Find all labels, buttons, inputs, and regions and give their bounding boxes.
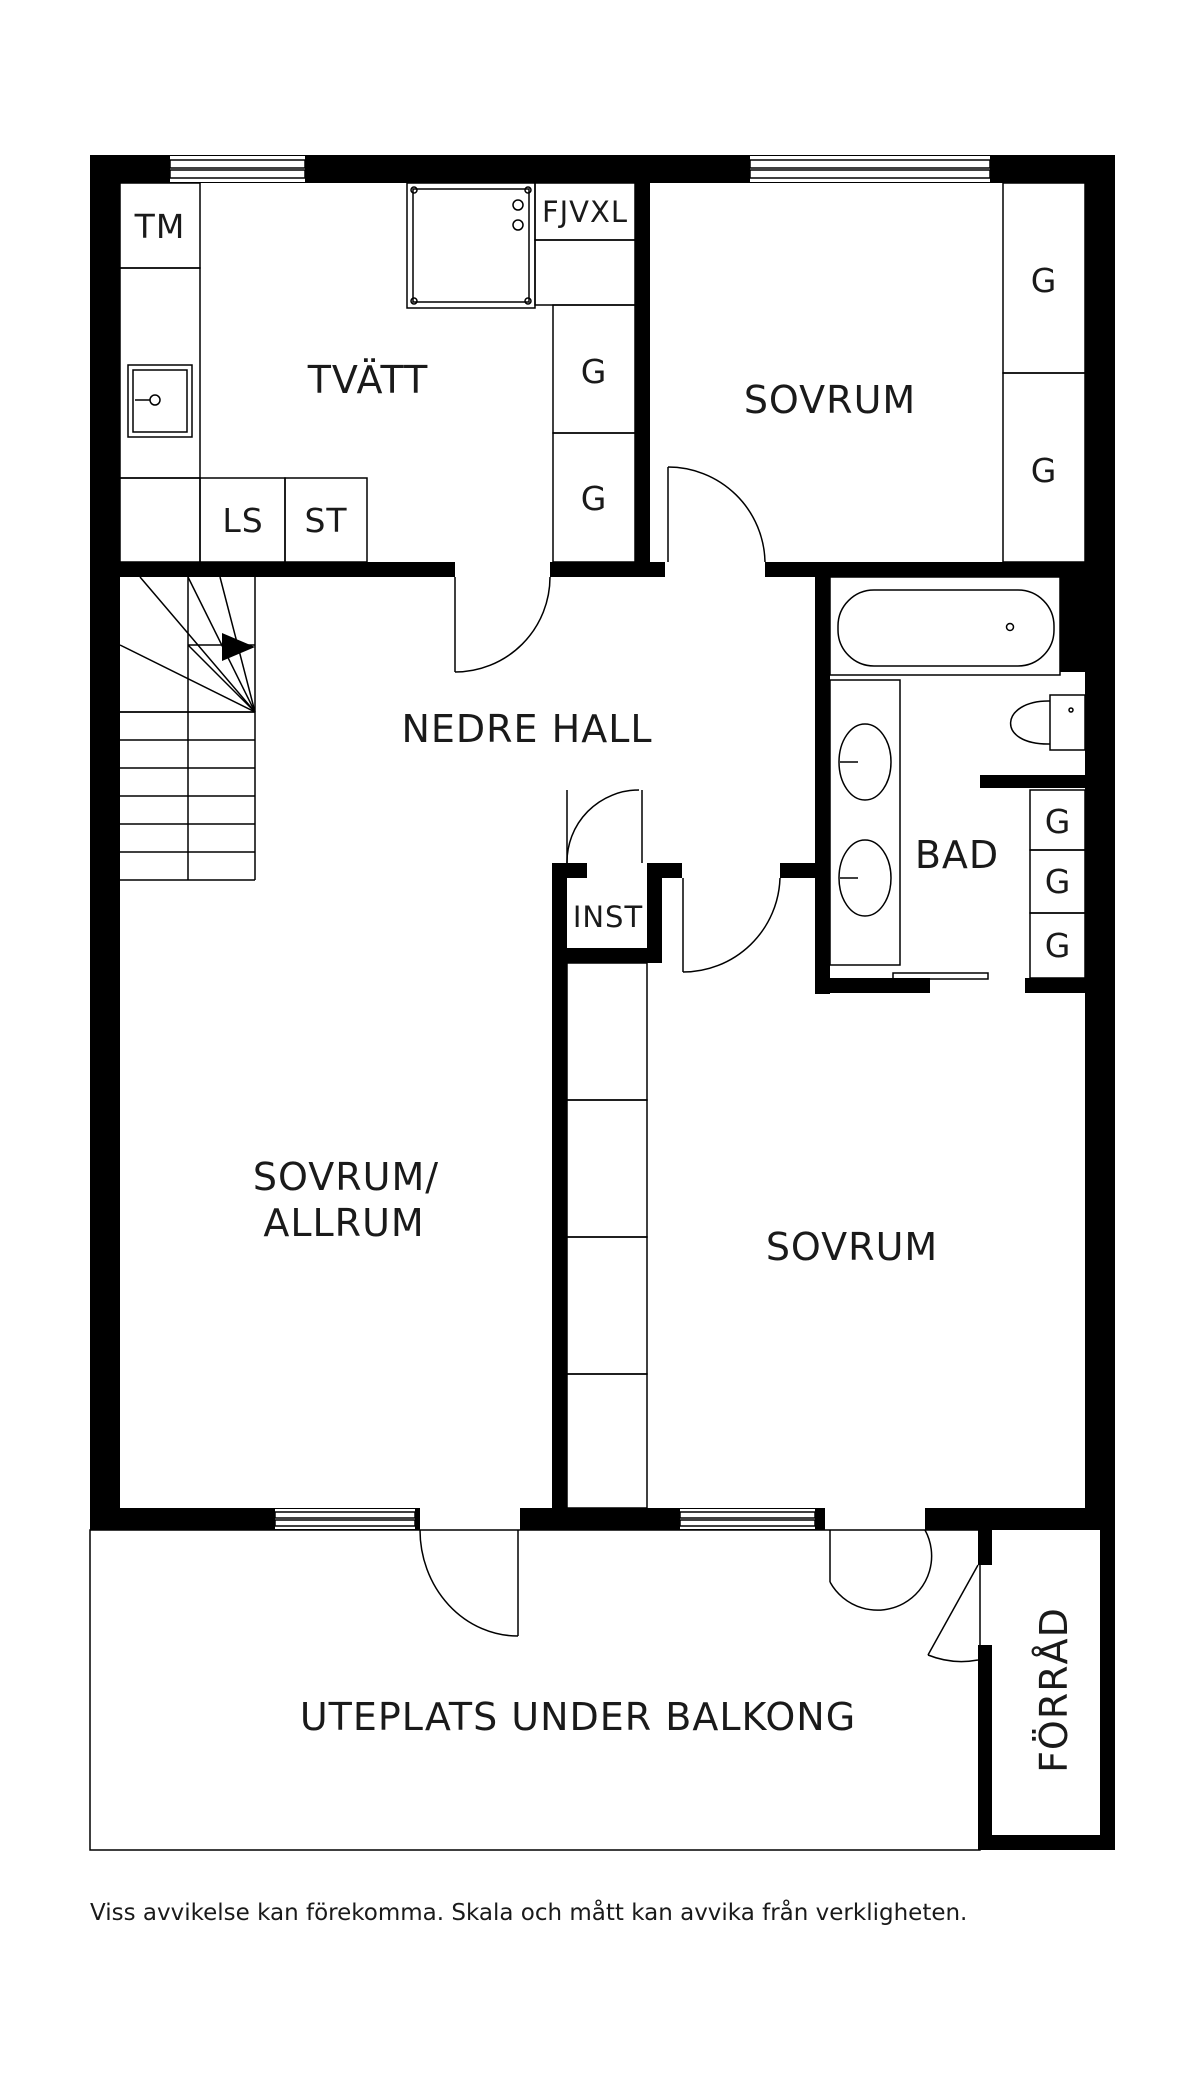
interior-walls	[120, 155, 1115, 1850]
stair-direction-arrow-icon	[222, 633, 255, 661]
closet-label-g: G	[1045, 802, 1072, 841]
room-label-nedre-hall: NEDRE HALL	[401, 707, 652, 751]
fixture-label-st: ST	[304, 501, 347, 540]
bedroom-top-closets	[1002, 182, 1086, 563]
room-label-forrad: FÖRRÅD	[1032, 1607, 1076, 1773]
closet-label-g: G	[1045, 926, 1072, 965]
room-label-inst: INST	[573, 900, 643, 934]
fixture-label-ls: LS	[222, 501, 263, 540]
room-label-bad: BAD	[915, 833, 999, 877]
closet-label-g: G	[581, 479, 608, 518]
disclaimer-text: Viss avvikelse kan förekomma. Skala och …	[90, 1900, 968, 1926]
window-top-left	[169, 156, 306, 182]
room-label-sovrum-allrum-2: ALLRUM	[263, 1201, 424, 1245]
fixture-label-tm: TM	[134, 207, 186, 246]
closet-label-g: G	[1045, 862, 1072, 901]
room-label-tvatt: TVÄTT	[307, 358, 429, 402]
fixture-label-fjvxl: FJVXL	[542, 195, 628, 229]
closet-label-g: G	[1031, 451, 1058, 490]
room-label-sovrum-top: SOVRUM	[744, 378, 916, 422]
room-label-sovrum-allrum-1: SOVRUM/	[253, 1155, 439, 1199]
bottom-wall-openings	[274, 1508, 925, 1530]
closet-label-g: G	[581, 352, 608, 391]
room-label-sovrum-bottom: SOVRUM	[766, 1225, 938, 1269]
closet-label-g: G	[1031, 261, 1058, 300]
room-label-uteplats: UTEPLATS UNDER BALKONG	[300, 1695, 856, 1739]
window-top-right	[749, 156, 991, 182]
bedroom-bottom-wardrobe	[566, 962, 648, 1509]
doors	[419, 466, 979, 1663]
laundry-fixtures	[119, 182, 636, 563]
patio-outline	[89, 1529, 981, 1851]
bathroom-fixtures	[829, 576, 1086, 980]
staircase	[119, 576, 256, 881]
